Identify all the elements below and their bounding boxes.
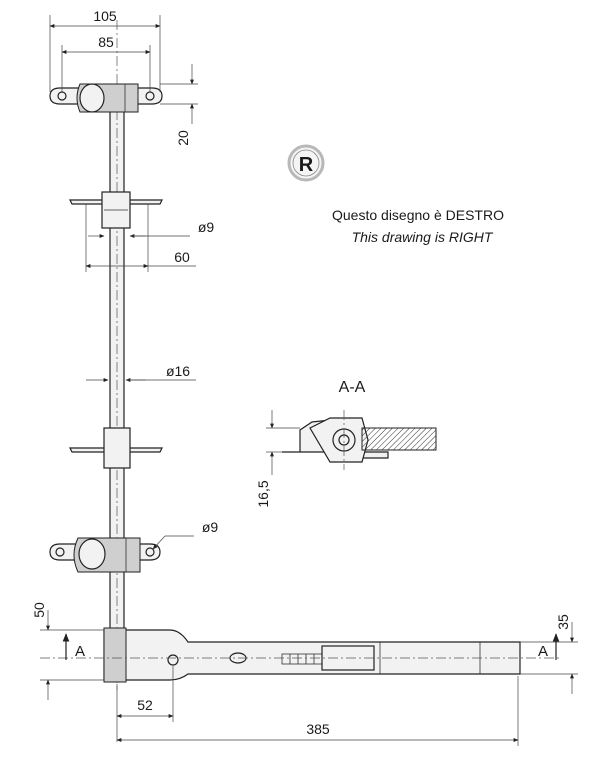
dimension-dia9-top: ø9	[88, 219, 215, 238]
dim-35-label: 35	[555, 614, 571, 630]
upper-guide-plate	[69, 191, 163, 229]
note-english: This drawing is RIGHT	[352, 229, 494, 245]
lower-bracket	[49, 537, 161, 573]
dim-dia16-label: ø16	[166, 363, 190, 379]
horizontal-handle	[40, 627, 560, 683]
dimension-35: 35	[520, 614, 578, 694]
lower-guide-plate	[69, 427, 163, 469]
dimension-52: 52	[116, 666, 174, 742]
dim-385-label: 385	[306, 721, 330, 737]
dim-105-label: 105	[93, 8, 117, 24]
section-marker-right: A	[538, 633, 560, 660]
dimension-dia16: ø16	[86, 363, 196, 382]
dimension-50: 50	[31, 602, 104, 700]
dimension-105: 105	[49, 8, 161, 92]
dim-52-label: 52	[137, 697, 153, 713]
marker-left-label: A	[75, 643, 85, 660]
dim-60-label: 60	[174, 249, 190, 265]
badge-letter: R	[299, 154, 314, 176]
marker-right-label: A	[538, 643, 548, 660]
note-italian: Questo disegno è DESTRO	[332, 207, 504, 223]
section-a-a-detail	[282, 410, 437, 470]
section-title: A-A	[339, 379, 366, 396]
dim-85-label: 85	[98, 34, 114, 50]
vertical-rod	[109, 20, 125, 690]
dimension-dia9-bottom: ø9	[152, 519, 219, 550]
dimension-16-5: 16,5	[255, 410, 300, 508]
dim-dia9-top-label: ø9	[198, 219, 215, 235]
top-bracket	[49, 83, 163, 113]
dimension-385: 385	[116, 676, 519, 746]
dimension-60: 60	[85, 204, 196, 272]
right-badge: R	[287, 144, 325, 182]
section-marker-left: A	[62, 633, 85, 660]
dim-16-5-label: 16,5	[255, 480, 271, 507]
dim-50-label: 50	[31, 602, 47, 618]
dim-20-label: 20	[175, 130, 191, 146]
dimension-85: 85	[61, 34, 151, 92]
dimension-20: 20	[160, 64, 198, 146]
dim-dia9-bottom-label: ø9	[202, 519, 219, 535]
